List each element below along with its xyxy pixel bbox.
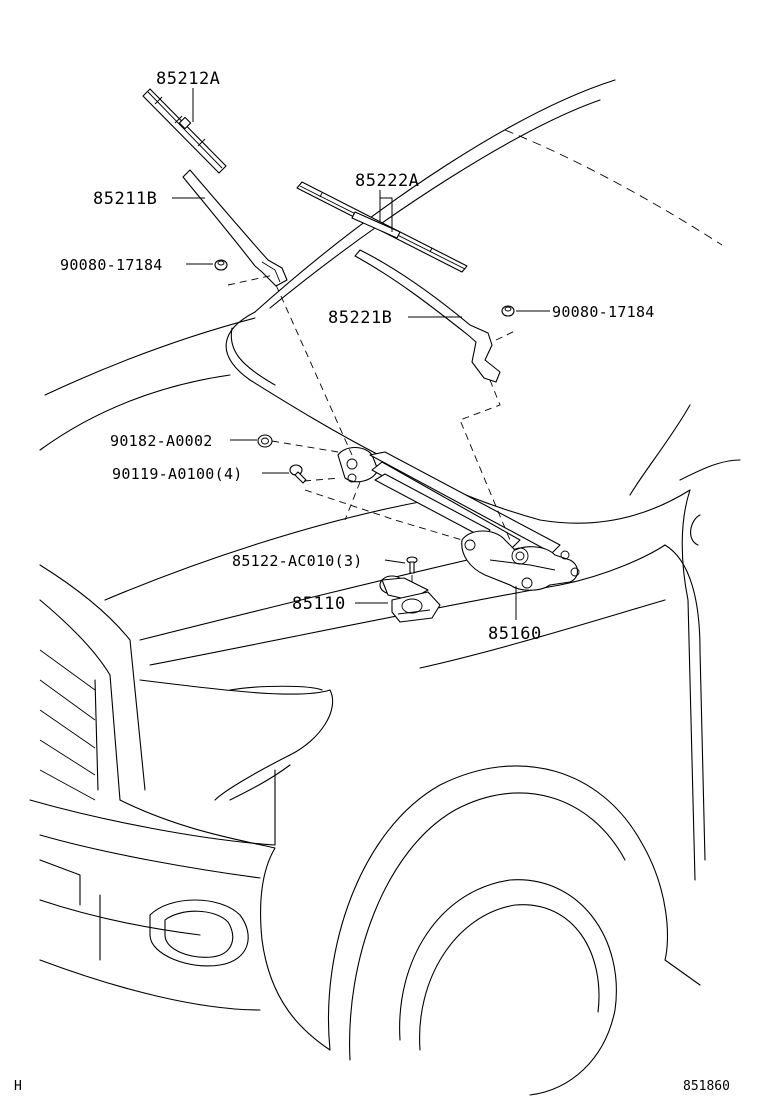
- bolt-90119: [289, 464, 307, 484]
- label-90080-left: 90080-17184: [60, 256, 163, 274]
- wiper-motor-85110: [379, 575, 441, 623]
- corner-mark-left: H: [14, 1079, 22, 1094]
- diagram-code: 851860: [683, 1079, 730, 1094]
- nut-90080-left: [214, 259, 228, 271]
- wiper-arm-85221B: [354, 249, 501, 383]
- wiper-blade-85222A: [296, 181, 468, 273]
- label-85122: 85122-AC010(3): [232, 552, 363, 570]
- label-85222A: 85222A: [355, 171, 419, 191]
- label-85221B: 85221B: [328, 308, 392, 328]
- label-85110: 85110: [292, 594, 346, 614]
- wiper-arm-85211B: [182, 169, 288, 287]
- label-90080-right: 90080-17184: [552, 303, 655, 321]
- leader-lines: [172, 88, 550, 620]
- vehicle-outline: [29, 79, 741, 1096]
- wiper-linkage-85160: [337, 446, 580, 591]
- part-labels: 85212A 85211B 90080-17184 85222A 85221B …: [60, 69, 655, 644]
- cap-90182: [257, 434, 273, 448]
- bolt-85122: [406, 556, 418, 574]
- assembly-dashed-lines: [227, 274, 518, 585]
- label-85211B: 85211B: [93, 189, 157, 209]
- nut-90080-right: [501, 305, 515, 317]
- wiper-blade-85212A: [142, 88, 227, 174]
- label-90182: 90182-A0002: [110, 432, 213, 450]
- label-85212A: 85212A: [156, 69, 220, 89]
- label-85160: 85160: [488, 624, 542, 644]
- label-90119: 90119-A0100(4): [112, 465, 243, 483]
